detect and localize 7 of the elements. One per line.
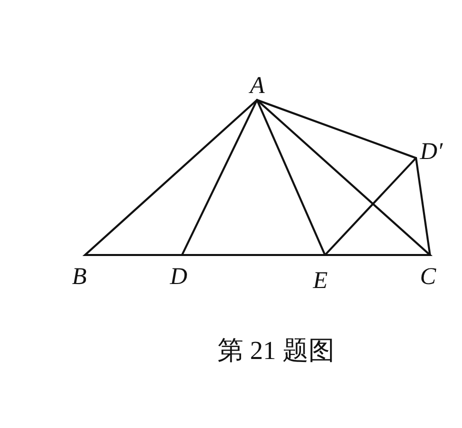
point-label: E (313, 269, 328, 293)
point-label: D (170, 265, 188, 289)
point-label: B (72, 265, 87, 289)
point-label: C (420, 265, 436, 289)
figure-caption: 第 21 题图 (216, 336, 336, 366)
point-label: D′ (420, 140, 443, 164)
point-label: A (250, 74, 265, 98)
